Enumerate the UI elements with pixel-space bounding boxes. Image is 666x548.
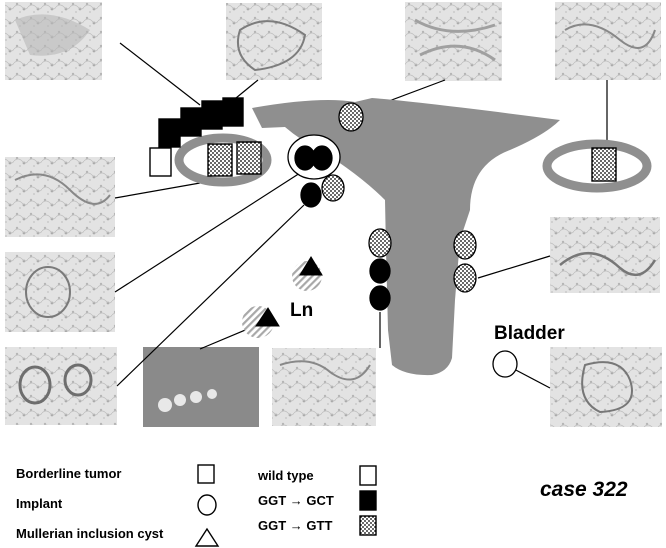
- micrograph-lymph-node: [143, 347, 259, 427]
- marker-black-triangle: [299, 256, 323, 276]
- histology-images: [5, 2, 662, 427]
- marker-stippled-circle: [338, 102, 364, 132]
- legend-borderline-tumor: Borderline tumor: [16, 466, 122, 481]
- marker-stippled-circle: [453, 230, 477, 260]
- marker-stippled-circle: [453, 263, 477, 293]
- right-ovary-ring: [542, 139, 652, 193]
- square-icon: [197, 464, 215, 484]
- marker-stippled-square: [236, 141, 262, 175]
- marker-stippled-circle: [321, 174, 345, 202]
- borderline-tumor-markers: [149, 97, 617, 182]
- marker-black-circle: [369, 285, 391, 311]
- micrograph-left-1: [5, 157, 115, 237]
- marker-black-square: [180, 107, 202, 137]
- swatch-wild-type: [359, 465, 377, 486]
- marker-stippled-circle: [368, 228, 392, 258]
- uterus-shape: [252, 98, 560, 376]
- implant-markers: [287, 102, 518, 378]
- legend-mullerian-cyst: Mullerian inclusion cyst: [16, 526, 164, 541]
- marker-stippled-square: [591, 147, 617, 182]
- micrograph-right-mid: [550, 217, 660, 293]
- triangle-icon: [194, 527, 220, 547]
- lymph-node-label: Ln: [290, 300, 314, 321]
- mullerian-cyst-markers: [242, 256, 323, 338]
- micrograph-bladder: [550, 347, 662, 427]
- micrograph-bottom-center: [272, 348, 376, 426]
- legend-ggt-gct: GGT → GCT: [258, 493, 334, 508]
- marker-black-circle: [300, 182, 322, 208]
- marker-black-square: [158, 118, 181, 148]
- case-label: case 322: [540, 478, 628, 501]
- legend-ggt-gtt: GGT → GTT: [258, 518, 333, 533]
- marker-stippled-square: [207, 143, 233, 177]
- swatch-gtt: [359, 515, 377, 536]
- micrograph-top-right: [555, 2, 661, 80]
- marker-black-circle: [369, 258, 391, 284]
- micrograph-left-3: [5, 347, 117, 425]
- left-ovary-ring: [174, 133, 272, 187]
- micrograph-top-center: [226, 3, 322, 80]
- legend-implant: Implant: [16, 496, 63, 511]
- micrograph-left-2: [5, 252, 115, 332]
- marker-black-triangle: [255, 307, 280, 327]
- circle-icon: [197, 494, 217, 516]
- marker-black-square: [222, 97, 244, 127]
- marker-white-square: [149, 147, 172, 177]
- marker-black-square: [201, 100, 223, 130]
- legend-icons: [194, 464, 377, 547]
- marker-black-circle: [311, 145, 333, 171]
- swatch-gct: [359, 490, 377, 511]
- bladder-label: Bladder: [494, 323, 565, 344]
- marker-white-circle: [492, 350, 518, 378]
- legend-wild-type: wild type: [258, 468, 314, 483]
- micrograph-top-mid: [405, 2, 502, 81]
